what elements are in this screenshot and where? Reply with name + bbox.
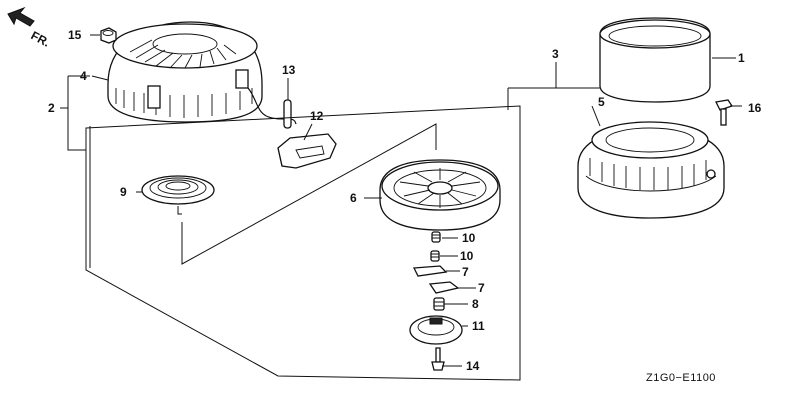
starter-case: [107, 21, 263, 123]
direction-label: FR.: [29, 28, 53, 49]
callout-5: 5: [598, 95, 605, 109]
callout-3: 3: [552, 47, 559, 61]
ratchet-upper: [412, 265, 448, 277]
callout-labels: 15 4 2 13 12 9 6 3 1 5 16 10 10 7 7 8 11…: [48, 28, 762, 373]
callout-7-upper: 7: [462, 265, 469, 279]
callout-2: 2: [48, 101, 55, 115]
recoil-spring: [141, 175, 215, 215]
callout-12: 12: [310, 109, 324, 123]
callout-11: 11: [472, 319, 485, 333]
callout-13: 13: [282, 63, 296, 77]
callout-4: 4: [80, 69, 87, 83]
callout-10-lower: 10: [460, 249, 474, 263]
callout-14: 14: [466, 359, 480, 373]
setting-bolt: [431, 347, 445, 371]
ratchet-lower: [428, 281, 460, 294]
fan-ring: [599, 17, 711, 103]
callout-1: 1: [738, 51, 745, 65]
callout-15: 15: [68, 28, 82, 42]
friction-plate: [409, 315, 463, 345]
friction-spring: [433, 297, 445, 311]
callout-16: 16: [748, 101, 762, 115]
rope-reel: [379, 159, 501, 231]
callout-6: 6: [350, 191, 357, 205]
diagram-code: Z1G0−E1100: [646, 372, 716, 384]
starter-rope: [247, 87, 297, 129]
starter-grip: [277, 133, 337, 169]
ratchet-spring-lower: [430, 250, 440, 262]
callout-8: 8: [472, 297, 479, 311]
leader-lines: [60, 34, 742, 381]
ratchet-spring-upper: [431, 231, 441, 243]
callout-9: 9: [120, 185, 127, 199]
callout-10-upper: 10: [462, 231, 476, 245]
flange-nut: [100, 27, 117, 44]
front-arrow-icon: [7, 6, 35, 27]
flange-bolt: [715, 99, 734, 126]
callout-7-lower: 7: [478, 281, 485, 295]
starter-pulley: [577, 121, 725, 219]
